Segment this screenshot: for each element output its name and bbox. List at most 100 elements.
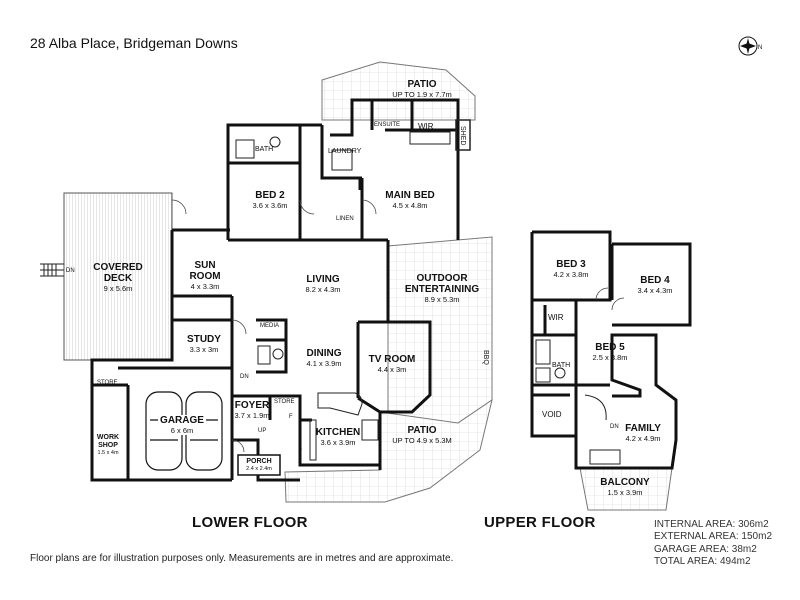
room-bath-upper: BATH — [552, 362, 571, 369]
room-garage: GARAGE 6 x 6m — [158, 415, 206, 435]
room-bed5: BED 5 2.5 x 3.8m — [592, 342, 627, 362]
lower-fixtures — [40, 119, 471, 476]
area-summary: INTERNAL AREA: 306m2 EXTERNAL AREA: 150m… — [654, 519, 772, 569]
room-patio-bottom: PATIO UP TO 4.9 x 5.3M — [392, 425, 452, 445]
stairs-down-label-study: DN — [240, 374, 249, 380]
room-dims: 4.2 x 4.9m — [625, 434, 661, 443]
room-living: LIVING 8.2 x 4.3m — [305, 274, 340, 294]
disclaimer: Floor plans are for illustration purpose… — [30, 553, 454, 564]
room-name: STUDY — [187, 334, 221, 345]
room-main-bed: MAIN BED 4.5 x 4.8m — [385, 190, 434, 210]
room-dims: 8.2 x 4.3m — [305, 285, 341, 294]
room-name: FOYER — [234, 400, 270, 411]
room-name: WORK SHOP — [96, 434, 120, 449]
room-dims: UP TO 1.9 x 7.7m — [392, 90, 452, 99]
room-balcony: BALCONY 1.5 x 3.9m — [600, 477, 649, 497]
room-dims: 2.4 x 2.4m — [246, 466, 272, 472]
room-dims: UP TO 4.9 x 5.3M — [392, 436, 452, 445]
room-name: BED 5 — [595, 342, 625, 353]
external-area: EXTERNAL AREA: 150m2 — [654, 531, 773, 543]
garage-area: GARAGE AREA: 38m2 — [654, 543, 757, 555]
room-name: PORCH — [246, 458, 272, 465]
room-shed: SHED — [459, 126, 466, 146]
room-dims: 3.6 x 3.9m — [320, 438, 356, 447]
room-patio-top: PATIO UP TO 1.9 x 7.7m — [392, 79, 452, 99]
room-bed3: BED 3 4.2 x 3.8m — [553, 259, 588, 279]
room-dims: 4.5 x 4.8m — [392, 201, 428, 210]
room-bed4: BED 4 3.4 x 4.3m — [637, 275, 672, 295]
room-dims: 1.5 x 3.9m — [607, 488, 643, 497]
room-bath-lower: BATH — [255, 146, 274, 153]
lower-floor-title: LOWER FLOOR — [192, 514, 308, 531]
lower-floor-walls — [90, 98, 460, 482]
room-dims: 2.5 x 3.8m — [592, 353, 628, 362]
room-dims: 3.6 x 3.6m — [252, 201, 288, 210]
patio-bottom-area — [284, 398, 493, 503]
stairs-up-label: UP — [258, 428, 267, 434]
room-name: FAMILY — [625, 423, 661, 434]
room-name: PATIO — [407, 425, 437, 436]
room-covered-deck: COVERED DECK 9 x 5.6m — [88, 262, 148, 293]
compass-icon — [738, 36, 758, 56]
room-dims: 3.4 x 4.3m — [637, 286, 673, 295]
room-dims: 6 x 6m — [158, 426, 206, 435]
outdoor-entertaining-area — [387, 236, 493, 424]
room-foyer: FOYER 3.7 x 1.9m — [234, 400, 269, 420]
room-laundry: LAUNDRY — [328, 148, 362, 155]
room-dims: 8.9 x 5.3m — [424, 295, 460, 304]
room-dims: 4.1 x 3.9m — [306, 359, 342, 368]
room-dims: 1.5 x 4m — [97, 450, 119, 456]
room-dims: 4 x 3.3m — [190, 282, 220, 291]
room-name: SUN ROOM — [189, 260, 221, 282]
upper-fixtures — [535, 339, 621, 465]
property-address: 28 Alba Place, Bridgeman Downs — [30, 35, 238, 51]
room-name: PATIO — [407, 79, 437, 90]
room-store-garage: STORE — [97, 380, 118, 386]
room-name: BED 3 — [556, 259, 586, 270]
room-name: COVERED DECK — [93, 262, 143, 284]
room-dims: 3.3 x 3m — [189, 345, 219, 354]
room-porch: PORCH 2.4 x 2.4m — [246, 458, 272, 473]
room-dims: 4.2 x 3.8m — [553, 270, 589, 279]
room-name: MAIN BED — [385, 190, 435, 201]
room-dining: DINING 4.1 x 3.9m — [306, 348, 341, 368]
room-wir-lower: WIR — [418, 122, 434, 131]
room-name: BALCONY — [600, 477, 650, 488]
room-study: STUDY 3.3 x 3m — [187, 334, 221, 354]
door-swings — [171, 199, 625, 453]
room-name: LIVING — [306, 274, 340, 285]
pantry-label: P — [298, 448, 303, 454]
room-name: BED 4 — [640, 275, 670, 286]
room-bed2: BED 2 3.6 x 3.6m — [252, 190, 287, 210]
room-name: TV ROOM — [368, 354, 416, 365]
internal-area: INTERNAL AREA: 306m2 — [654, 519, 769, 530]
room-sun-room: SUN ROOM 4 x 3.3m — [185, 260, 225, 291]
room-kitchen: KITCHEN 3.6 x 3.9m — [316, 427, 360, 447]
room-void: VOID — [542, 410, 562, 419]
room-name: OUTDOOR ENTERTAINING — [404, 273, 480, 295]
room-family: FAMILY 4.2 x 4.9m — [625, 423, 661, 443]
room-name: KITCHEN — [315, 427, 361, 438]
total-area: TOTAL AREA: 494m2 — [654, 556, 751, 568]
upper-floor-title: UPPER FLOOR — [484, 514, 596, 531]
compass-north-label: N — [758, 45, 763, 51]
bbq-label: BBQ — [482, 350, 489, 365]
room-dims: 4.4 x 3m — [377, 365, 407, 374]
room-tv-room: TV ROOM 4.4 x 3m — [369, 354, 416, 374]
stairs-down-label-deck: DN — [66, 268, 75, 274]
room-store-foyer: STORE — [274, 399, 295, 405]
room-media: MEDIA — [260, 323, 280, 329]
patio-top-area — [321, 61, 476, 121]
room-name: BED 2 — [255, 190, 285, 201]
outdoor-areas — [63, 61, 673, 511]
room-linen: LINEN — [336, 216, 354, 222]
room-name: DINING — [306, 348, 342, 359]
upper-floor-walls — [530, 230, 692, 470]
room-wir-upper: WIR — [548, 313, 564, 322]
room-ensuite: ENSUITE — [374, 122, 401, 128]
fridge-label: F — [289, 414, 293, 420]
room-dims: 9 x 5.6m — [103, 284, 133, 293]
room-outdoor-entertaining: OUTDOOR ENTERTAINING 8.9 x 5.3m — [402, 273, 482, 304]
room-workshop: WORK SHOP 1.5 x 4m — [94, 434, 122, 457]
